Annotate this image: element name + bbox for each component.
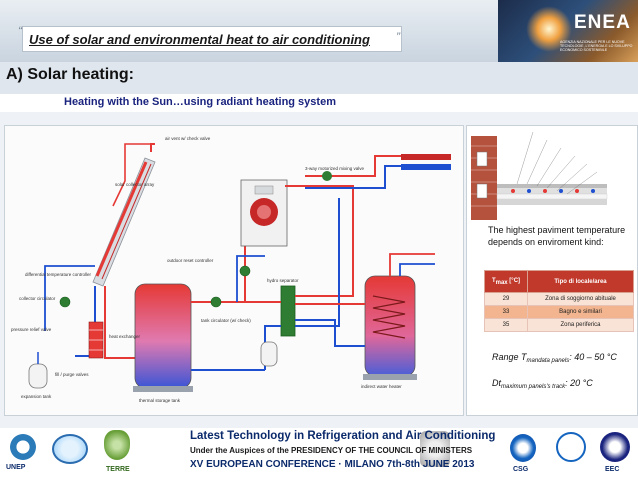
layer-leader-lines xyxy=(516,131,598,195)
enea-logo-text: ENEA xyxy=(574,12,631,33)
floor-section-diagram xyxy=(471,131,608,220)
label-mixing-valve: 3-way motorized mixing valve xyxy=(305,166,365,171)
title-box: Use of solar and environmental heat to a… xyxy=(22,26,402,52)
circulator-icon xyxy=(59,265,251,308)
schematic-svg: air vent w/ check valve solar collector … xyxy=(11,136,451,403)
footer-line-1: Latest Technology in Refrigeration and A… xyxy=(190,430,496,442)
label-differential: differential temperature controller xyxy=(25,272,91,277)
section-band xyxy=(0,62,638,94)
brick-wall-icon xyxy=(471,136,497,220)
table-cell-area: Zona periferica xyxy=(527,318,634,332)
label-collector-circ: collector circulator xyxy=(19,296,56,301)
label-hydro-separator: hydro separator xyxy=(267,278,299,283)
solar-collector-icon xyxy=(92,157,156,287)
table-row: 35 Zona periferica xyxy=(484,318,634,332)
enea-logo-subtitle: AGENZIA NAZIONALE PER LE NUOVE TECNOLOGI… xyxy=(560,40,633,53)
unep-logo-text: UNEP xyxy=(6,464,26,471)
slide-title: Use of solar and environmental heat to a… xyxy=(29,32,370,47)
table-row: 33 Bagno e similari xyxy=(484,305,634,319)
max-temperature-table: Tmax [°C] Tipo di locale/area 29 Zona di… xyxy=(484,270,634,332)
csg-logo-icon xyxy=(510,434,536,462)
label-expansion-tank: expansion tank xyxy=(21,394,52,399)
table-cell-t: 29 xyxy=(484,292,528,306)
table-header-area: Tipo di locale/area xyxy=(527,270,634,293)
dt-maximum: Dtmaximum panels's track: 20 °C xyxy=(492,378,593,390)
label-collector-array: solar collector array xyxy=(115,182,155,187)
thermal-storage-tank-icon xyxy=(133,283,193,392)
footer-line-3: XV EUROPEAN CONFERENCE · MILANO 7th-8th … xyxy=(190,459,475,470)
unep-logo-icon xyxy=(8,432,38,462)
eec-logo-text: EEC xyxy=(605,466,620,473)
globe-logo-icon xyxy=(52,434,88,464)
table-cell-area: Zona di soggiorno abituale xyxy=(527,292,634,306)
header-band: Use of solar and environmental heat to a… xyxy=(0,0,638,62)
mixing-valve-icon xyxy=(322,171,332,181)
table-header-tmax: Tmax [°C] xyxy=(484,270,528,293)
manifold-icon xyxy=(401,154,451,170)
table-row: 29 Zona di soggiorno abituale xyxy=(484,292,634,306)
label-pressure-relief: pressure relief valve xyxy=(11,327,52,332)
section-title: A) Solar heating: xyxy=(6,66,135,83)
indirect-water-heater-icon xyxy=(363,275,417,380)
expansion-tank-icon xyxy=(28,352,48,389)
label-air-vent: air vent w/ check valve xyxy=(165,136,211,141)
terre-logo-text: TERRE xyxy=(106,466,130,473)
heat-exchanger-icon xyxy=(88,321,104,359)
range-t-mandata: Range Tmandata panels: 40 – 50 °C xyxy=(492,352,617,364)
label-heat-exchanger: heat exchanger xyxy=(109,334,141,339)
label-tank-circ: tank circulator (w/ check) xyxy=(201,318,251,323)
centro-studi-logo-icon xyxy=(556,432,586,462)
terre-logo-icon xyxy=(104,430,130,460)
enea-logo: ENEA AGENZIA NAZIONALE PER LE NUOVE TECN… xyxy=(498,0,638,62)
label-fill-purge: fill / purge valves xyxy=(55,372,89,377)
table-header-row: Tmax [°C] Tipo di locale/area xyxy=(484,270,634,293)
open-quote-icon: “ xyxy=(18,24,22,38)
csg-logo-text: CSG xyxy=(513,466,529,473)
table-cell-t: 35 xyxy=(484,318,528,332)
solar-heating-schematic: air vent w/ check valve solar collector … xyxy=(4,125,464,416)
hydro-separator-icon xyxy=(280,285,296,337)
footer-band: UNEP TERRE CSG EEC xyxy=(0,428,638,479)
table-cell-t: 33 xyxy=(484,305,528,319)
label-indirect-heater: indirect water heater xyxy=(361,384,402,389)
pavement-temperature-note: The highest paviment temperature depends… xyxy=(488,225,626,247)
eec-logo-icon xyxy=(600,432,630,462)
close-quote-icon: ” xyxy=(396,30,400,44)
floor-layers-icon xyxy=(496,184,608,205)
sun-flare-icon xyxy=(526,6,572,52)
table-cell-area: Bagno e similari xyxy=(527,305,634,319)
section-subtitle: Heating with the Sun…using radiant heati… xyxy=(64,96,336,108)
buffer-vessel-icon xyxy=(260,341,278,367)
emblem-seal-icon xyxy=(420,431,450,467)
boiler-icon xyxy=(240,179,288,247)
label-thermal-tank: thermal storage tank xyxy=(139,398,181,403)
label-outdoor-reset: outdoor reset controller xyxy=(167,258,214,263)
footer-line-2: Under the Auspices of the PRESIDENCY OF … xyxy=(190,446,473,455)
